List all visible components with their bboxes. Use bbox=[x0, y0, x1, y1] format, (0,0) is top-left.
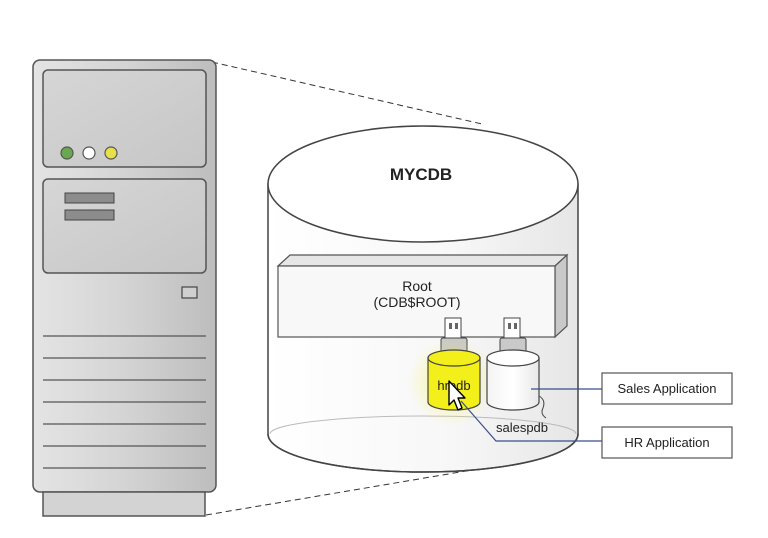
salespdb-label: salespdb bbox=[496, 420, 548, 435]
status-led-icon bbox=[60, 146, 74, 160]
server-tower bbox=[32, 59, 217, 517]
salespdb-cylinder[interactable]: salespdb bbox=[486, 349, 548, 435]
server-top-panel bbox=[42, 69, 207, 168]
cdb-title: MYCDB bbox=[390, 165, 452, 184]
zoom-lines bbox=[205, 61, 483, 516]
hr-application-label: HR Application bbox=[624, 435, 709, 450]
status-led-icon bbox=[82, 146, 96, 160]
hr-application-callout[interactable]: HR Application bbox=[601, 426, 733, 459]
sales-application-label: Sales Application bbox=[617, 381, 716, 396]
power-button-icon bbox=[181, 286, 198, 299]
sales-application-callout[interactable]: Sales Application bbox=[601, 372, 733, 405]
root-label: Root bbox=[402, 278, 432, 294]
hrpdb-cylinder[interactable]: hrpdb bbox=[408, 338, 496, 426]
root-container-box: Root (CDB$ROOT) bbox=[276, 253, 569, 339]
drive-bay-icon bbox=[64, 192, 115, 204]
drive-bay-icon bbox=[64, 209, 115, 221]
server-drive-panel bbox=[42, 178, 207, 274]
mouse-cursor-icon bbox=[448, 380, 466, 411]
application-connectors bbox=[460, 388, 602, 442]
server-vents bbox=[43, 335, 206, 469]
status-led-icon bbox=[104, 146, 118, 160]
root-name-label: (CDB$ROOT) bbox=[373, 294, 460, 310]
